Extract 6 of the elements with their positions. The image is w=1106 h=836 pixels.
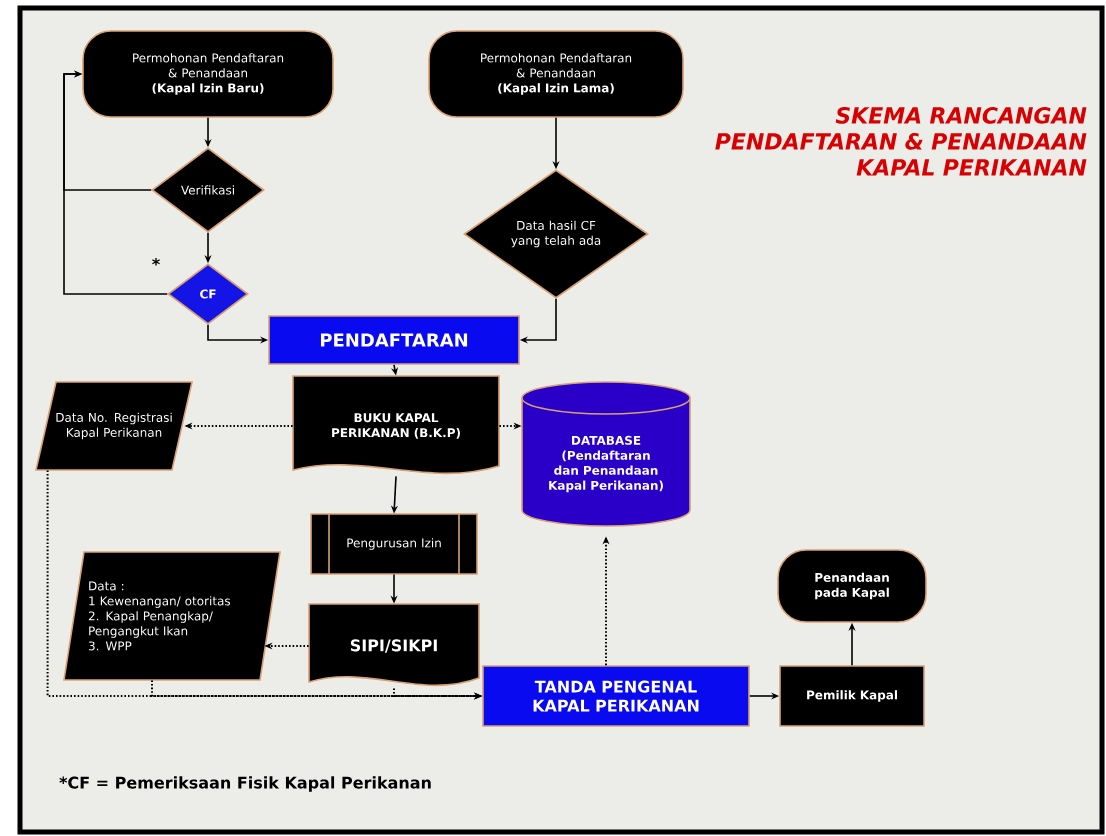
title: SKEMA RANCANGAN PENDAFTARAN & PENANDAAN KAPAL PERIKANAN bbox=[715, 107, 1087, 176]
footnote: *CF = Pemeriksaan Fisik Kapal Perikanan bbox=[59, 776, 431, 792]
process-box: TANDA PENGENAL KAPAL PERIKANAN bbox=[482, 665, 750, 727]
arrow bbox=[63, 70, 168, 295]
process-box: PENDAFTARAN bbox=[268, 315, 520, 365]
footnote-mark: * bbox=[152, 258, 160, 266]
